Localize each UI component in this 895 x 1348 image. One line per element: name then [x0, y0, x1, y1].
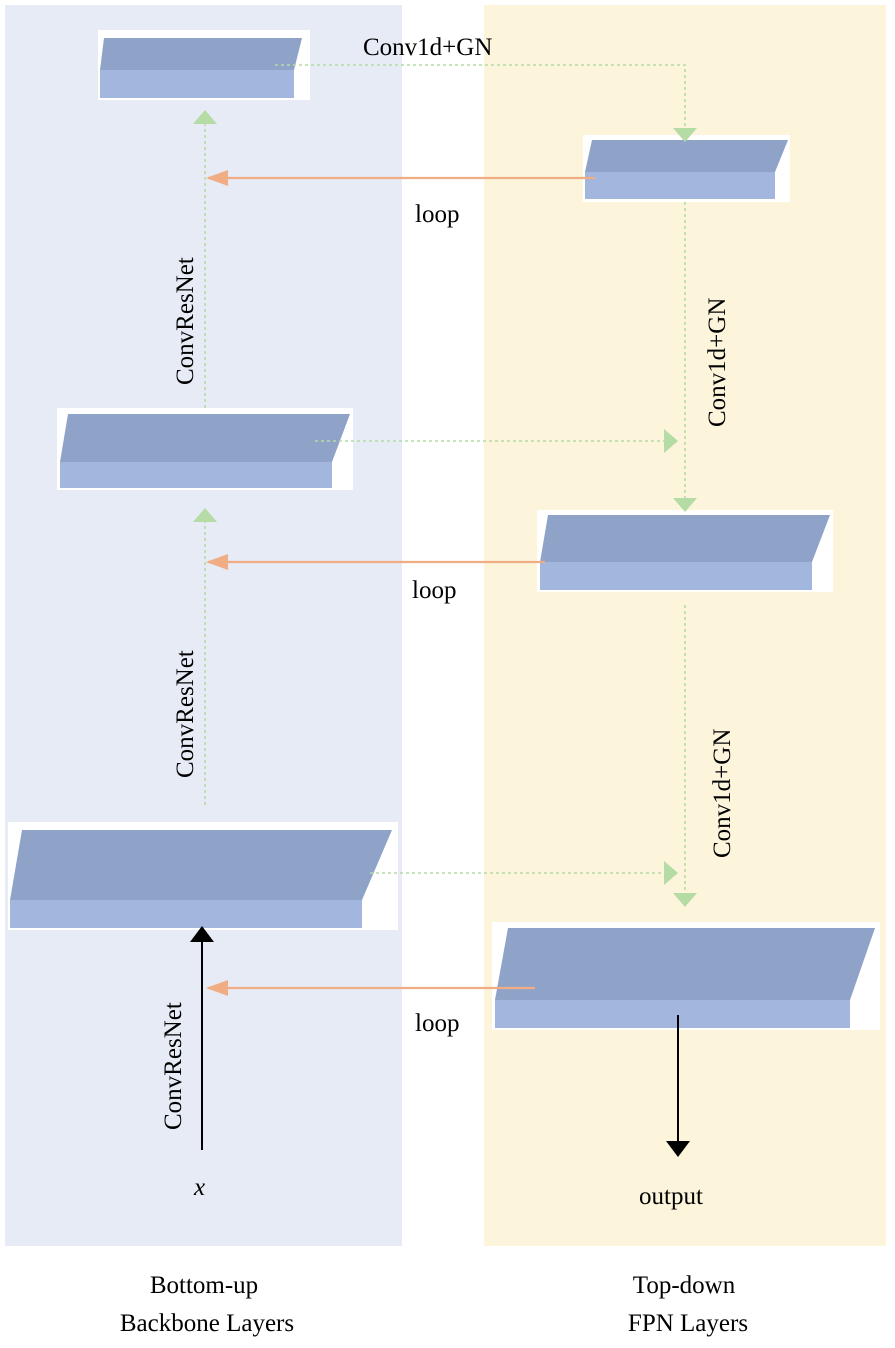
- loop-label-3: loop: [415, 1010, 459, 1037]
- input-label: x: [193, 1174, 205, 1201]
- convresnet-label-1: ConvResNet: [172, 257, 199, 385]
- backbone-block-2: [57, 408, 353, 490]
- backbone-caption-2: Backbone Layers: [120, 1310, 294, 1337]
- convresnet-label-2: ConvResNet: [172, 650, 199, 778]
- convresnet-label-3: ConvResNet: [160, 1002, 187, 1130]
- conv-label-mid: Conv1d+GN: [704, 298, 731, 427]
- output-label: output: [639, 1183, 703, 1210]
- fpn-caption-1: Top-down: [633, 1272, 736, 1299]
- fpn-block-1: [583, 135, 790, 202]
- backbone-caption-1: Bottom-up: [150, 1272, 258, 1299]
- backbone-block-3: [8, 822, 398, 930]
- loop-label-1: loop: [415, 201, 459, 228]
- conv-label-low: Conv1d+GN: [709, 729, 736, 858]
- green-connections: [193, 64, 697, 907]
- fpn-block-2: [537, 510, 833, 592]
- backbone-panel: [5, 5, 402, 1246]
- fpn-caption-2: FPN Layers: [628, 1310, 748, 1337]
- loop-arrows: [206, 170, 595, 996]
- backbone-block-1: [98, 30, 310, 100]
- loop-label-2: loop: [412, 577, 456, 604]
- fpn-block-3: [492, 922, 880, 1030]
- conv-label-top: Conv1d+GN: [363, 34, 492, 61]
